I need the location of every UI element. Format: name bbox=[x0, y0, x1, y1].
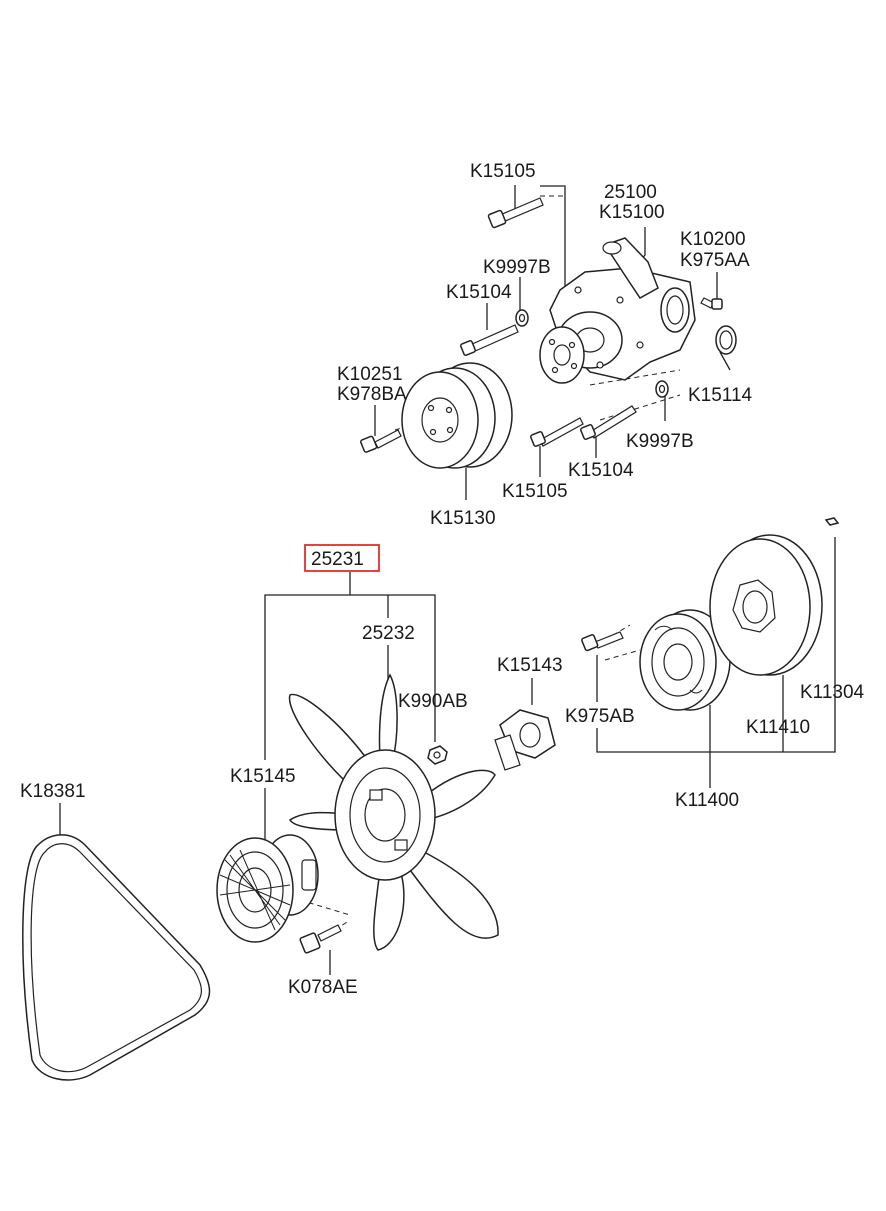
bolt-k15105-bottom bbox=[530, 417, 584, 447]
label-k9997b-bottom: K9997B bbox=[626, 431, 694, 452]
label-25100: 25100 bbox=[604, 182, 657, 203]
label-k15143: K15143 bbox=[497, 655, 563, 676]
label-k10251: K10251 bbox=[337, 364, 403, 385]
label-k15145: K15145 bbox=[230, 766, 296, 787]
label-k9997b-top: K9997B bbox=[483, 257, 551, 278]
label-k15130: K15130 bbox=[430, 508, 496, 529]
label-k975ab: K975AB bbox=[565, 706, 635, 727]
label-k078ae: K078AE bbox=[288, 977, 358, 998]
pulley-k15130 bbox=[401, 362, 513, 469]
nut-k990ab bbox=[427, 745, 448, 765]
label-k990ab: K990AB bbox=[398, 691, 468, 712]
label-k15104-bottom: K15104 bbox=[568, 460, 634, 481]
water-pump-assembly bbox=[360, 185, 737, 500]
bolt-k15104-top bbox=[460, 324, 519, 356]
bolt-k10251 bbox=[360, 429, 402, 453]
label-k11304: K11304 bbox=[800, 682, 865, 703]
fan-clutch-k15145 bbox=[216, 834, 319, 943]
label-k978ba: K978BA bbox=[337, 384, 407, 405]
highlight-box-25231 bbox=[304, 544, 380, 572]
fan-assembly bbox=[22, 572, 556, 1081]
v-belt-k18381 bbox=[22, 834, 211, 1081]
cooling-fan-25232 bbox=[288, 673, 499, 951]
label-k975aa: K975AA bbox=[680, 250, 750, 271]
bolt-k078ae bbox=[299, 924, 342, 954]
pump-hub bbox=[539, 326, 585, 384]
bolt-k15105-top bbox=[487, 197, 544, 229]
label-k10200: K10200 bbox=[680, 229, 746, 250]
bolt-k975ab bbox=[581, 631, 624, 652]
label-25231: 25231 bbox=[311, 549, 364, 570]
water-pump-body bbox=[549, 237, 696, 381]
key-k11304 bbox=[824, 517, 840, 526]
bolt-k10200 bbox=[700, 297, 723, 310]
crank-pulley-assembly bbox=[581, 517, 840, 788]
label-k18381: K18381 bbox=[20, 781, 86, 802]
label-k15105-top: K15105 bbox=[470, 161, 536, 182]
label-k15105-bottom: K15105 bbox=[502, 481, 568, 502]
label-25232: 25232 bbox=[362, 623, 415, 644]
label-k15104-top: K15104 bbox=[446, 282, 512, 303]
label-k11410: K11410 bbox=[746, 717, 810, 738]
label-k15114: K15114 bbox=[688, 385, 753, 406]
label-k15100: K15100 bbox=[599, 202, 665, 223]
label-k11400: K11400 bbox=[675, 790, 739, 811]
bolt-k15104-bottom bbox=[580, 405, 637, 440]
pulley-k11400 bbox=[639, 609, 731, 711]
damper-k11410 bbox=[709, 534, 823, 676]
spacer-k15143 bbox=[494, 709, 556, 771]
part-labels: K15105 25100 K15100 K10200 K975AA K9997B… bbox=[20, 161, 865, 998]
